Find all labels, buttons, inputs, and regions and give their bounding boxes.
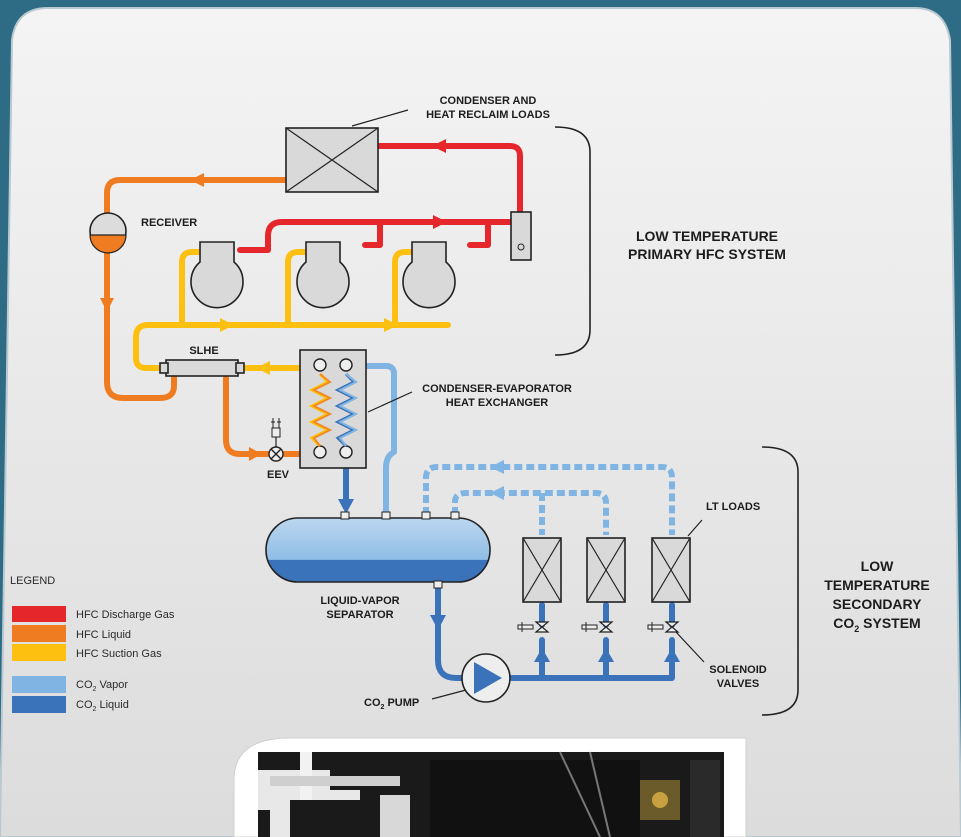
legend-swatch-hfc-discharge — [12, 606, 66, 622]
legend-swatch-hfc-suction — [12, 644, 66, 661]
photo-inset — [233, 737, 747, 837]
condenser-label-2: HEAT RECLAIM LOADS — [426, 109, 550, 121]
discharge-arrow-top — [432, 139, 446, 153]
primary-system-label-2: PRIMARY HFC SYSTEM — [628, 246, 786, 262]
liquid-arrow-left — [100, 298, 114, 312]
liquid-arrow-top — [190, 173, 204, 187]
cond-evap-label-1: CONDENSER-EVAPORATOR — [422, 383, 572, 395]
hfc-discharge-pipes — [237, 143, 523, 253]
oil-separator — [510, 211, 532, 261]
lt-loads — [522, 537, 691, 603]
hfc-suction-pipes — [133, 249, 451, 371]
co2-vapor-pipes — [349, 363, 675, 535]
suction-arrow-right — [384, 318, 398, 332]
legend-title: LEGEND — [10, 575, 55, 587]
liquid-arrow-eev — [249, 447, 262, 461]
co2-pump — [461, 653, 511, 703]
suction-arrow-slhe — [256, 361, 270, 375]
background-panel — [0, 7, 961, 837]
eev-label: EEV — [267, 469, 290, 481]
secondary-system-label-3: SECONDARY — [833, 596, 923, 612]
legend-label-co2-vapor: CO2 Vapor — [76, 679, 128, 693]
co2-arrow-down-hx — [338, 499, 354, 514]
lv-separator-label-2: SEPARATOR — [326, 609, 393, 621]
legend-label-hfc-suction: HFC Suction Gas — [76, 648, 162, 660]
solenoid-label-2: VALVES — [717, 678, 759, 690]
co2-arrow-up-3 — [664, 648, 680, 662]
solenoid-label-1: SOLENOID — [709, 664, 767, 676]
legend-swatch-co2-vapor — [12, 676, 66, 693]
legend: LEGEND HFC Discharge Gas HFC Liquid HFC … — [10, 575, 175, 713]
co2-arrow-up-1 — [534, 648, 550, 662]
condenser-evaporator — [299, 349, 367, 469]
suction-arrow-mid — [220, 318, 234, 332]
condenser — [285, 127, 379, 193]
lv-separator-label-1: LIQUID-VAPOR — [320, 595, 399, 607]
lt-loads-label: LT LOADS — [706, 501, 760, 513]
receiver — [89, 212, 127, 254]
primary-system-label-1: LOW TEMPERATURE — [636, 228, 778, 244]
vapor-arrow-second — [490, 486, 504, 500]
cond-evap-label-2: HEAT EXCHANGER — [446, 397, 549, 409]
secondary-bracket — [761, 446, 799, 716]
vapor-arrow-top — [490, 460, 504, 474]
co2-pump-label: CO2 PUMP — [364, 697, 419, 711]
slhe-label: SLHE — [189, 345, 218, 357]
discharge-arrow-mid — [433, 215, 447, 229]
co2-arrow-down-sep — [430, 615, 446, 630]
secondary-system-label-2: TEMPERATURE — [824, 577, 930, 593]
legend-label-hfc-liquid: HFC Liquid — [76, 629, 131, 641]
legend-label-hfc-discharge: HFC Discharge Gas — [76, 609, 175, 621]
co2-arrow-up-2 — [598, 648, 614, 662]
solenoid-valves — [517, 621, 680, 633]
receiver-label: RECEIVER — [141, 217, 197, 229]
secondary-system-label-1: LOW — [861, 558, 894, 574]
legend-label-co2-liquid: CO2 Liquid — [76, 699, 129, 713]
condenser-label-1: CONDENSER AND — [440, 95, 537, 107]
legend-swatch-hfc-liquid — [12, 625, 66, 642]
eev-valve — [268, 418, 284, 462]
primary-bracket — [554, 126, 591, 356]
compressors — [190, 241, 456, 309]
legend-swatch-co2-liquid — [12, 696, 66, 713]
liquid-vapor-separator — [265, 511, 491, 589]
secondary-system-label-4: CO2 SYSTEM — [833, 615, 920, 634]
slhe — [159, 359, 245, 377]
